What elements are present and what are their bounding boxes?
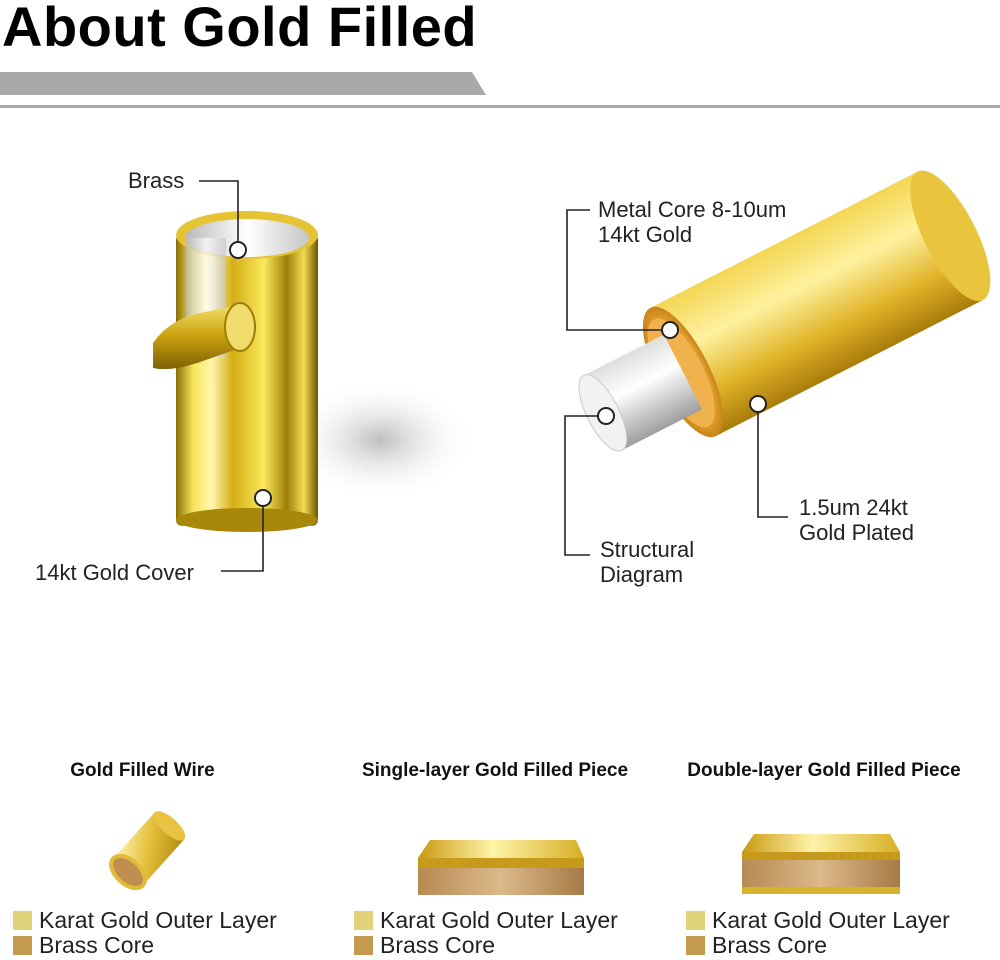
structural-label-line-1: Structural <box>600 537 695 562</box>
type-title-single: Single-layer Gold Filled Piece <box>361 760 629 781</box>
brass-core-swatch <box>13 936 32 955</box>
karat-gold-swatch <box>13 911 32 930</box>
double-layer-piece <box>742 834 900 894</box>
core-label-line-1: Metal Core 8-10um <box>598 197 787 222</box>
karat-gold-swatch <box>354 911 373 930</box>
structural-leader <box>564 415 606 556</box>
structural-marker <box>597 407 615 425</box>
legend-item: Karat Gold Outer Layer <box>13 908 277 933</box>
wire-outer-body <box>650 171 983 437</box>
legend-label: Brass Core <box>380 932 496 958</box>
brass-label: Brass <box>128 168 185 193</box>
wire-far-end <box>910 170 991 302</box>
legend-double: Karat Gold Outer Layer Brass Core <box>686 908 950 958</box>
legend-label: Brass Core <box>712 932 828 958</box>
brass-core-swatch <box>354 936 373 955</box>
tube-stub <box>153 305 240 370</box>
legend-item: Brass Core <box>354 933 618 958</box>
type-title-double: Double-layer Gold Filled Piece <box>687 760 961 781</box>
core-leader <box>566 209 670 331</box>
plated-label: 1.5um 24kt Gold Plated <box>799 495 914 545</box>
brass-marker <box>229 241 247 259</box>
structural-label: Structural Diagram <box>600 537 694 587</box>
plated-marker <box>749 395 767 413</box>
cover-label: 14kt Gold Cover <box>35 560 194 585</box>
page-title: About Gold Filled <box>2 0 478 58</box>
cover-marker <box>254 489 272 507</box>
title-band <box>0 72 486 95</box>
legend-wire: Karat Gold Outer Layer Brass Core <box>13 908 277 958</box>
plated-leader <box>757 404 788 518</box>
legend-label: Brass Core <box>39 932 155 958</box>
karat-gold-swatch <box>686 911 705 930</box>
single-layer-piece <box>418 840 584 895</box>
small-wire <box>109 811 186 891</box>
legend-item: Brass Core <box>13 933 277 958</box>
legend-label: Karat Gold Outer Layer <box>712 907 950 933</box>
core-label: Metal Core 8-10um 14kt Gold <box>598 197 786 247</box>
type-title-wire: Gold Filled Wire <box>70 760 215 781</box>
title-rule <box>0 105 1000 108</box>
tube-bottom-rim <box>176 508 318 532</box>
cover-leader <box>221 498 264 572</box>
legend-item: Karat Gold Outer Layer <box>686 908 950 933</box>
legend-item: Karat Gold Outer Layer <box>354 908 618 933</box>
core-label-line-2: 14kt Gold <box>598 222 693 247</box>
structural-label-line-2: Diagram <box>600 562 684 587</box>
brass-core-swatch <box>686 936 705 955</box>
plated-label-line-2: Gold Plated <box>799 520 914 545</box>
tube-shadow <box>285 380 475 500</box>
wire-cylinder <box>578 170 991 452</box>
legend-item: Brass Core <box>686 933 950 958</box>
core-marker <box>661 321 679 339</box>
legend-label: Karat Gold Outer Layer <box>39 907 277 933</box>
tube-stub-end <box>224 302 256 352</box>
legend-label: Karat Gold Outer Layer <box>380 907 618 933</box>
legend-single: Karat Gold Outer Layer Brass Core <box>354 908 618 958</box>
plated-label-line-1: 1.5um 24kt <box>799 495 908 520</box>
brass-leader <box>199 180 239 250</box>
